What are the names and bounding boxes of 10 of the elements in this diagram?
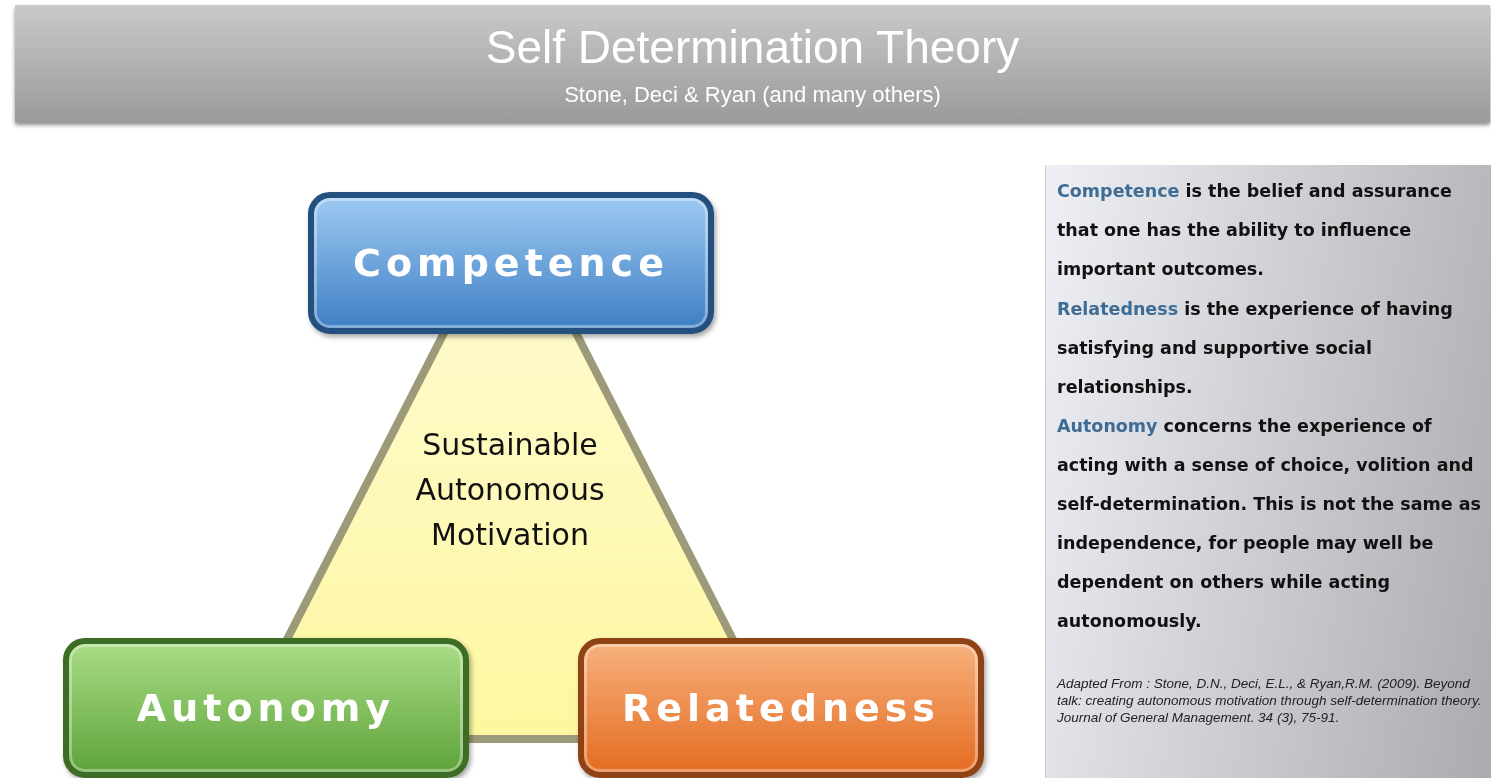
node-label: Sustainable Autonomous Motivation: [414, 426, 606, 554]
definition-paragraph: Relatedness is the experience of having satisfying and supportive social relationships.: [1057, 298, 1454, 399]
rounded-box: Relatedness: [578, 638, 984, 778]
citation: Adapted From : Stone, D.N., Deci, E.L., & Ryan,R.M. (2009). Beyond talk: creating autonomous motivation through self-determination theory. Journal of General Management. 34 (3), 75-91.: [1057, 675, 1482, 726]
definition-paragraph: Autonomy concerns the experience of acting with a sense of choice, volition and self-determination. This is not the same as independence, for people may well be dependent on others while acting autonomously.: [1057, 415, 1482, 633]
title: Self Determination Theory: [484, 20, 1021, 74]
rounded-box: Competence: [308, 192, 714, 334]
subtitle: Stone, Deci & Ryan (and many others): [563, 82, 942, 108]
rounded-box: Autonomy: [63, 638, 469, 778]
definition-paragraph: Competence is the belief and assurance that one has the ability to influence important outcomes.: [1057, 180, 1453, 281]
